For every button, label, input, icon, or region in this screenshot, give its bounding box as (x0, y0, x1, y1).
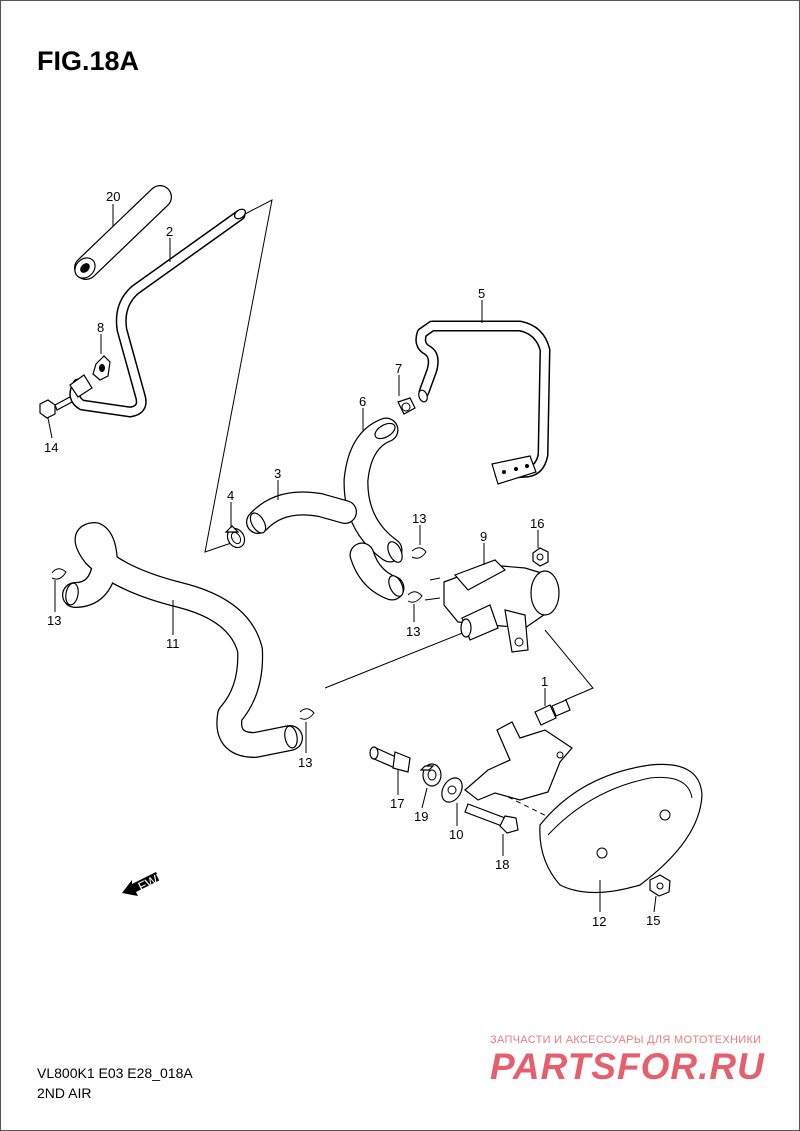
callout-15: 15 (646, 913, 660, 928)
figure-title: FIG.18A (37, 46, 140, 76)
part-20-hose[interactable] (71, 185, 172, 282)
part-13-clip[interactable] (411, 547, 427, 559)
callout-9: 9 (480, 529, 487, 544)
callout-14: 14 (44, 440, 58, 455)
figure-code: VL800K1 E03 E28_018A (37, 1065, 193, 1081)
part-8-grommet[interactable] (92, 355, 111, 381)
part-10-bracket[interactable] (438, 721, 573, 806)
part-13-clip[interactable] (407, 591, 423, 603)
part-13-clip[interactable] (51, 568, 67, 580)
watermark-caption: ЗАПЧАСТИ И АКСЕССУАРЫ ДЛЯ МОТОТЕХНИКИ (490, 1034, 762, 1046)
callout-13: 13 (298, 755, 312, 770)
callout-leaders (47, 204, 657, 913)
figure-name: 2ND AIR (37, 1085, 92, 1101)
part-15-nut[interactable] (649, 874, 671, 897)
part-11-hose[interactable] (62, 522, 303, 758)
callout-16: 16 (530, 516, 544, 531)
part-18-bolt[interactable] (464, 803, 519, 834)
callout-10: 10 (449, 827, 463, 842)
part-3-hose[interactable] (246, 491, 357, 535)
callout-19: 19 (414, 809, 428, 824)
fwd-direction-arrow: FWD (122, 868, 169, 896)
callout-11: 11 (166, 636, 180, 651)
callout-20: 20 (106, 189, 120, 204)
part-14-bolt[interactable] (39, 396, 73, 419)
watermark-logo: PARTSFOR.RU (490, 1046, 765, 1087)
callout-17: 17 (390, 796, 404, 811)
part-5-pipe[interactable] (415, 320, 551, 485)
callout-13: 13 (412, 511, 426, 526)
callout-8: 8 (97, 320, 104, 335)
part-1-stud[interactable] (534, 699, 571, 726)
part-17-bolt[interactable] (369, 746, 411, 773)
callout-3: 3 (274, 466, 281, 481)
part-6-hose[interactable] (343, 417, 406, 601)
part-13-clip[interactable] (299, 708, 315, 720)
callout-4: 4 (227, 488, 234, 503)
callout-18: 18 (495, 857, 509, 872)
part-12-cover[interactable] (539, 763, 703, 894)
callout-1: 1 (541, 674, 548, 689)
part-16-nut[interactable] (532, 547, 549, 567)
part-7-clip[interactable] (397, 397, 416, 415)
part-2-pipe[interactable] (69, 207, 247, 418)
callout-13: 13 (406, 624, 420, 639)
callout-labels: 20 2 8 14 5 7 6 3 4 13 9 16 13 13 11 1 1… (44, 189, 660, 929)
callout-13: 13 (47, 613, 61, 628)
part-4-clamp[interactable] (224, 525, 248, 550)
part-19-collar[interactable] (419, 763, 442, 787)
callout-7: 7 (395, 361, 402, 376)
fwd-label: FWD (136, 868, 169, 894)
callout-2: 2 (166, 224, 173, 239)
callout-5: 5 (478, 286, 485, 301)
callout-12: 12 (592, 914, 606, 929)
part-9-valve[interactable] (424, 559, 560, 653)
callout-6: 6 (359, 394, 366, 409)
